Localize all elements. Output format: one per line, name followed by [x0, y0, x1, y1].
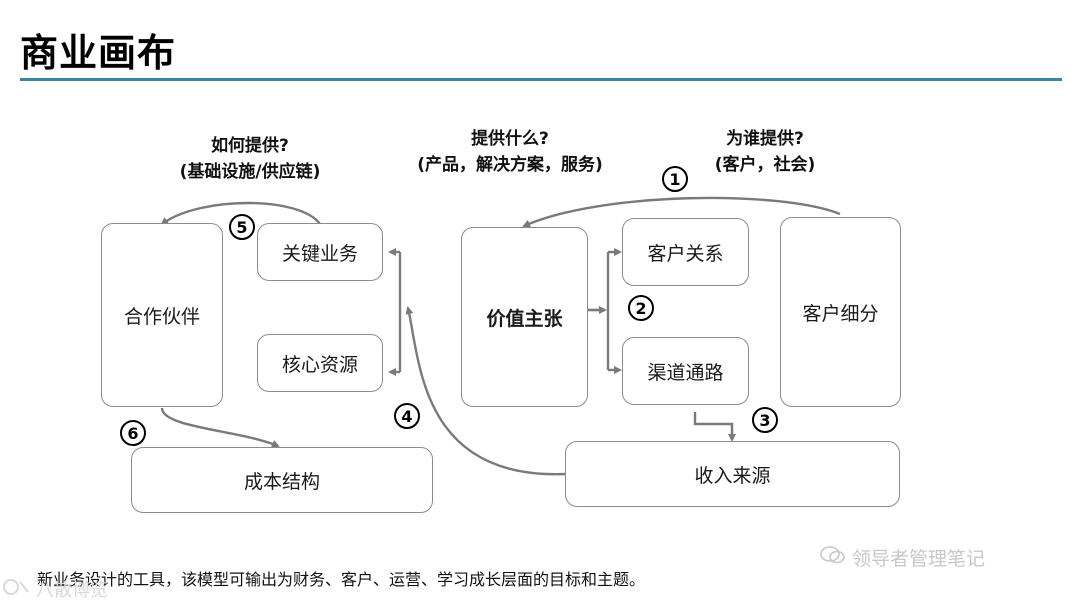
page-title: 商业画布: [20, 31, 177, 75]
step-number-5: 5: [229, 214, 255, 240]
box-key-resources: 核心资源: [257, 334, 383, 392]
question-who-line1: 为谁提供?: [726, 129, 804, 149]
box-cost-structure: 成本结构: [131, 447, 433, 513]
watermark-right-text: 领导者管理笔记: [852, 548, 986, 570]
question-who-line2: (客户，社会): [714, 155, 816, 175]
box-key-resources-label: 核心资源: [281, 353, 358, 376]
arrow-3: [693, 412, 736, 442]
arrow-4: [405, 306, 567, 476]
box-channels-label: 渠道通路: [647, 361, 724, 384]
watermark-right: 领导者管理笔记: [820, 544, 985, 571]
box-value-proposition-label: 价值主张: [486, 307, 563, 330]
step-number-4: 4: [394, 403, 420, 429]
arrow-5: [160, 201, 321, 226]
box-revenue-streams-label: 收入来源: [694, 464, 771, 487]
title-divider: [20, 78, 1062, 81]
watermark-left-logo-icon: [2, 578, 32, 601]
box-customer-segments: 客户细分: [780, 217, 901, 407]
box-revenue-streams: 收入来源: [565, 441, 900, 507]
box-key-activities: 关键业务: [257, 223, 383, 281]
question-what: 提供什么? (产品，解决方案，服务): [390, 126, 630, 178]
box-customer-segments-label: 客户细分: [802, 302, 879, 325]
box-cost-structure-label: 成本结构: [243, 470, 320, 493]
step-number-1: 1: [662, 166, 688, 192]
step-number-3: 3: [752, 407, 778, 433]
box-value-proposition: 价值主张: [461, 227, 588, 407]
question-who: 为谁提供? (客户，社会): [690, 126, 840, 178]
question-what-line2: (产品，解决方案，服务): [417, 155, 603, 175]
box-partners: 合作伙伴: [101, 223, 223, 407]
box-partners-label: 合作伙伴: [123, 305, 200, 328]
box-channels: 渠道通路: [622, 337, 749, 405]
question-what-line1: 提供什么?: [471, 129, 549, 149]
watermark-left-text: 八散博览: [36, 580, 108, 601]
footnote: 新业务设计的工具，该模型可输出为财务、客户、运营、学习成长层面的目标和主题。: [37, 570, 646, 589]
box-customer-relationships-label: 客户关系: [647, 242, 724, 265]
watermark-left: 八散博览: [2, 576, 108, 602]
step-number-2: 2: [628, 295, 654, 321]
step-number-6: 6: [120, 420, 146, 446]
wechat-icon: [820, 545, 846, 570]
question-how: 如何提供? (基础设施/供应链): [150, 133, 350, 185]
question-how-line1: 如何提供?: [211, 136, 289, 156]
arrow-6: [160, 407, 280, 448]
box-customer-relationships: 客户关系: [622, 218, 749, 286]
box-key-activities-label: 关键业务: [281, 242, 358, 265]
question-how-line2: (基础设施/供应链): [179, 162, 321, 182]
arrow-1: [522, 196, 841, 228]
